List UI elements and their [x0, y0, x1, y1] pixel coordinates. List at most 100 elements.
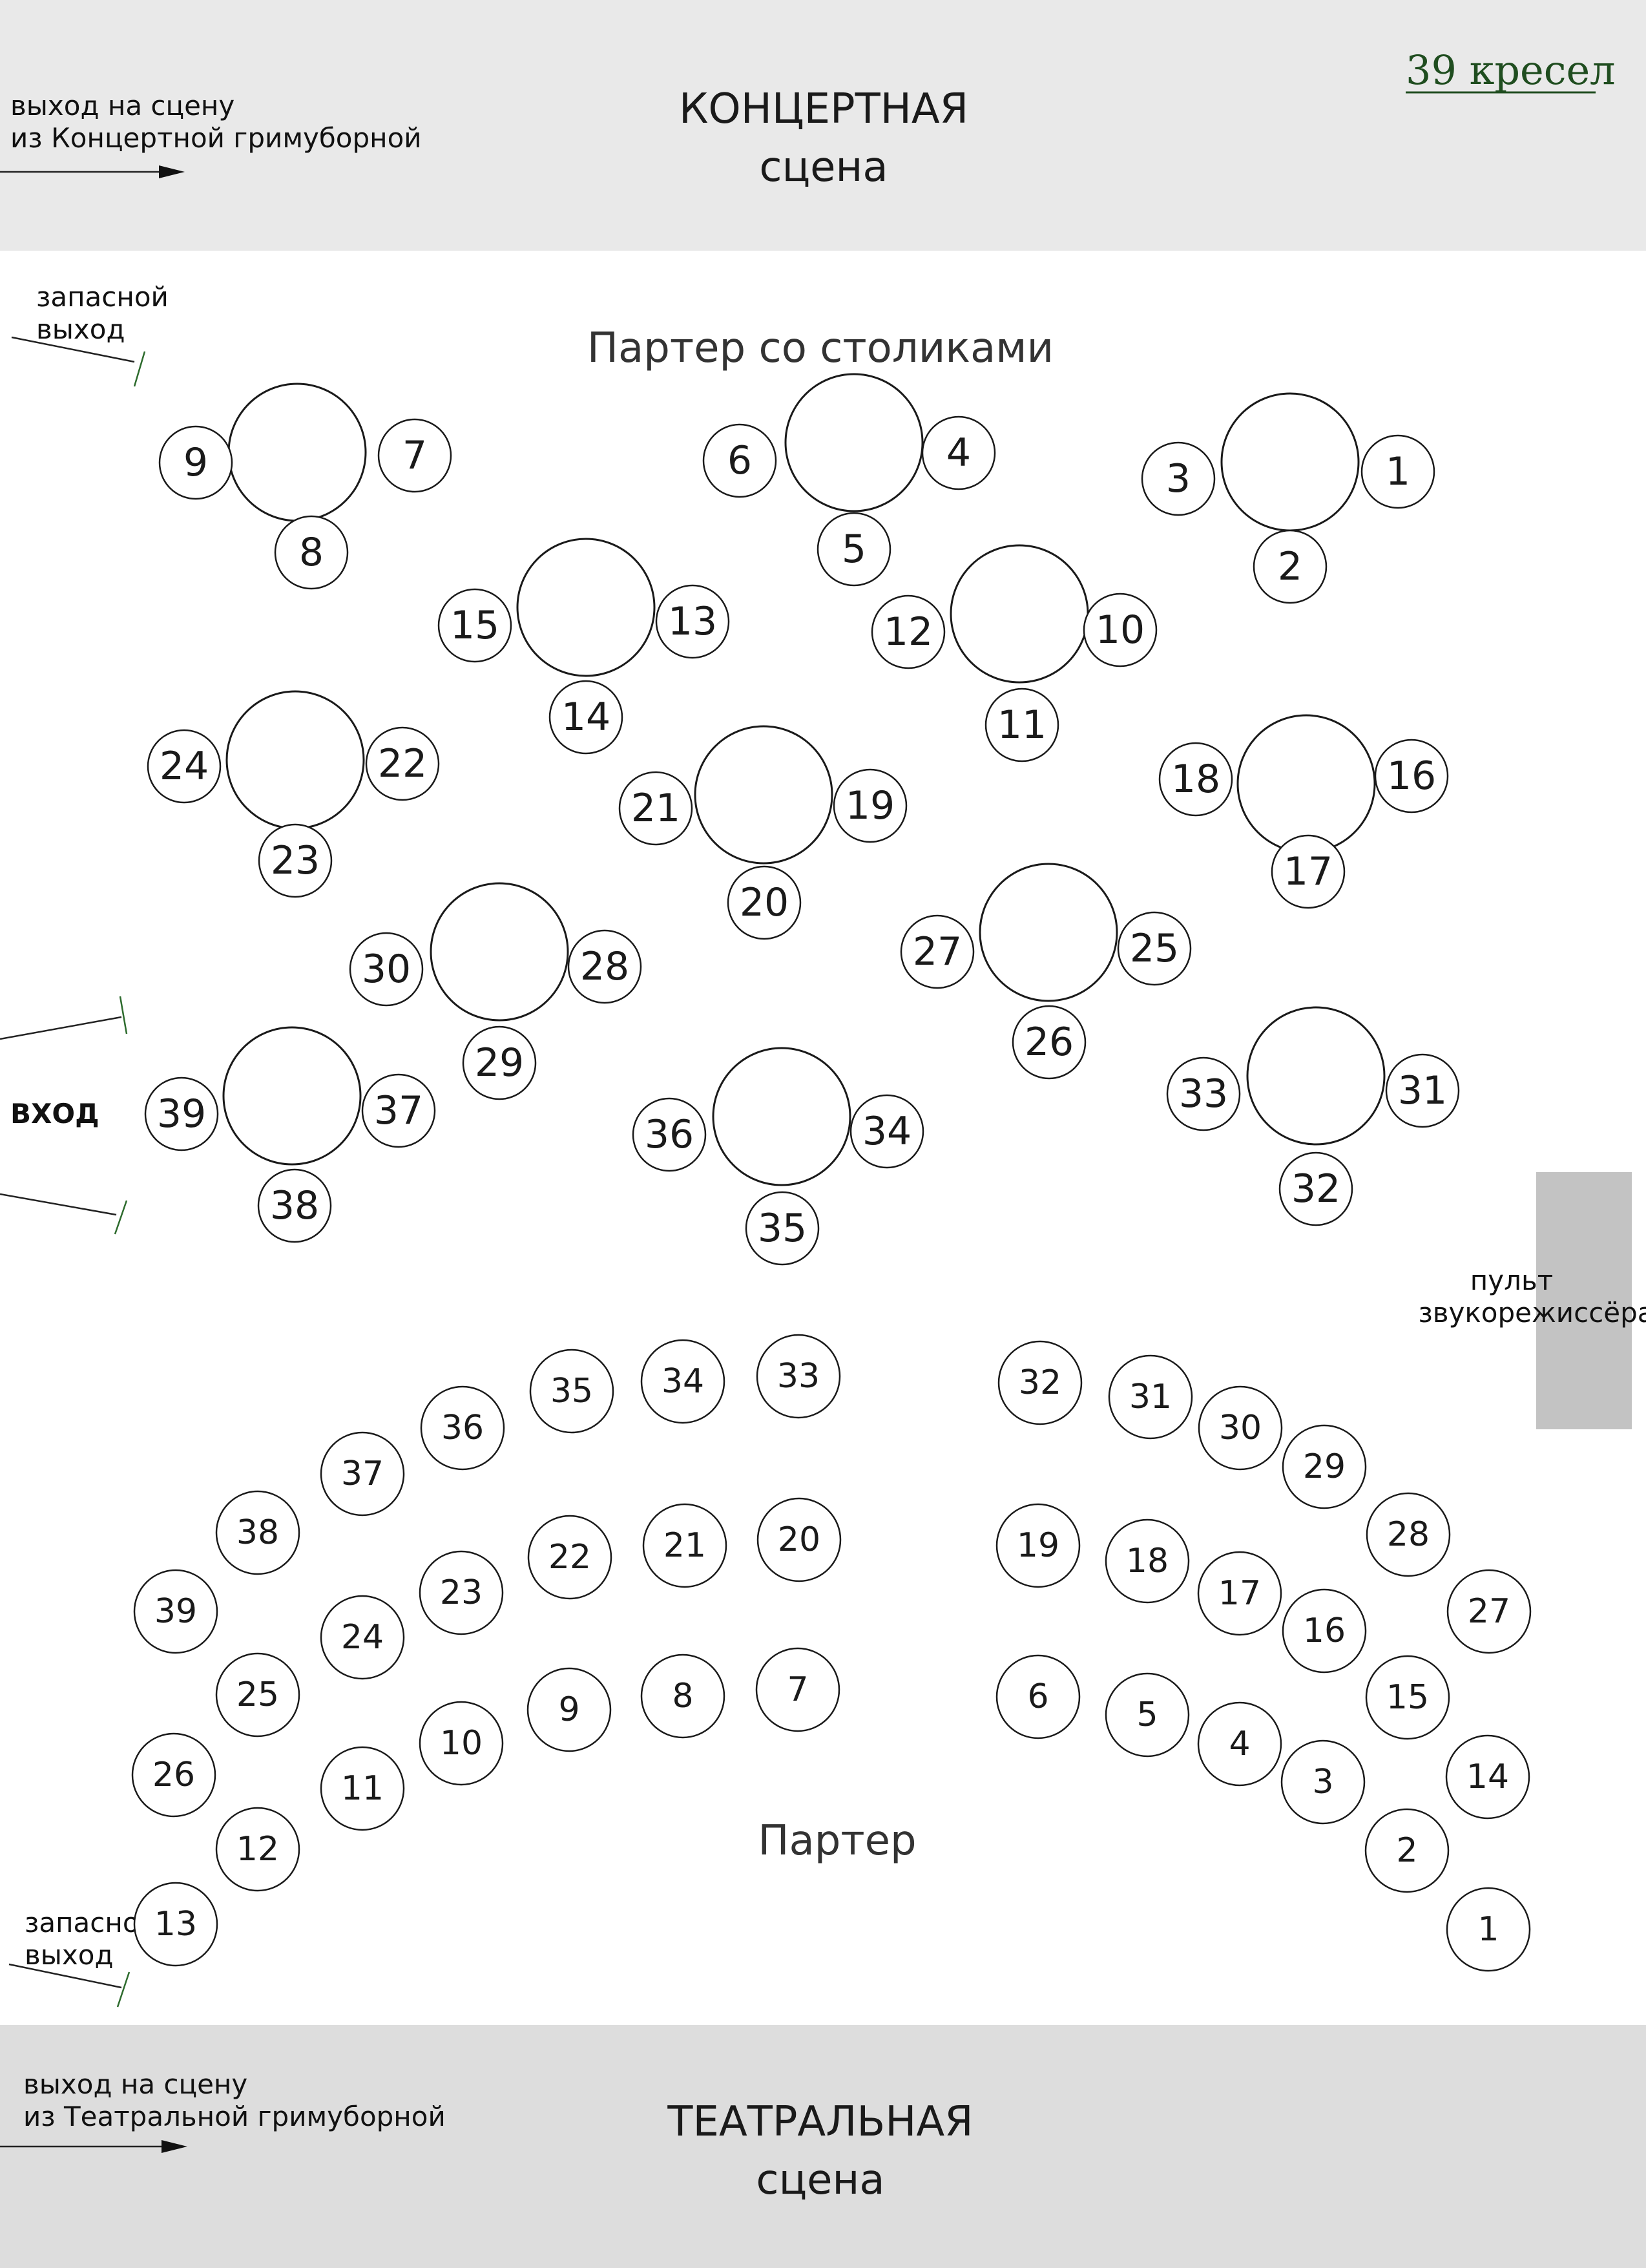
stalls-seat[interactable]: 28: [1366, 1492, 1451, 1577]
stalls-seat[interactable]: 5: [1105, 1672, 1190, 1758]
stalls-seat[interactable]: 39: [133, 1569, 218, 1654]
table-seat[interactable]: 19: [833, 768, 908, 843]
table-seat[interactable]: 35: [745, 1191, 820, 1266]
stalls-seat[interactable]: 12: [215, 1807, 300, 1892]
table-seat[interactable]: 20: [727, 865, 802, 940]
stalls-seat[interactable]: 38: [215, 1490, 300, 1575]
stalls-seat[interactable]: 33: [756, 1334, 841, 1419]
table-seat[interactable]: 37: [361, 1073, 436, 1148]
seat-number: 22: [548, 1538, 591, 1577]
table-seat[interactable]: 15: [437, 588, 512, 663]
stalls-seat[interactable]: 7: [755, 1647, 840, 1732]
stalls-seat[interactable]: 34: [640, 1339, 725, 1424]
seat-circle: [655, 584, 730, 659]
table-seat[interactable]: 1: [1360, 434, 1435, 509]
stalls-seat[interactable]: 17: [1197, 1551, 1282, 1636]
seat-number: 28: [580, 944, 629, 989]
seat-circle: [147, 729, 222, 804]
seat-circle: [642, 1503, 727, 1588]
table-seat[interactable]: 26: [1012, 1005, 1087, 1080]
seat-circle: [567, 929, 642, 1004]
seat-number: 18: [1171, 757, 1220, 802]
table: [712, 1047, 851, 1186]
table-seat[interactable]: 6: [702, 423, 777, 498]
seat-circle: [377, 418, 452, 493]
stalls-seat[interactable]: 13: [133, 1882, 218, 1967]
stalls-seat[interactable]: 11: [320, 1746, 405, 1831]
stalls-seat[interactable]: 14: [1445, 1734, 1530, 1820]
stalls-seat[interactable]: 10: [419, 1701, 504, 1786]
seat-number: 9: [183, 440, 208, 485]
stalls-seat[interactable]: 29: [1282, 1424, 1367, 1509]
stalls-seat[interactable]: 26: [131, 1732, 216, 1818]
table-seat[interactable]: 24: [147, 729, 222, 804]
stalls-seat[interactable]: 23: [419, 1550, 504, 1635]
stalls-seat[interactable]: 19: [995, 1503, 1081, 1588]
table-seat[interactable]: 36: [632, 1097, 707, 1172]
stalls-seat[interactable]: 37: [320, 1431, 405, 1517]
table-seat[interactable]: 30: [349, 932, 424, 1007]
table-seat[interactable]: 4: [921, 415, 996, 490]
stalls-seat[interactable]: 31: [1108, 1354, 1193, 1440]
emergency-exit-top-line1: запасной: [36, 281, 169, 313]
table-seat[interactable]: 31: [1385, 1053, 1460, 1128]
table-seat[interactable]: 12: [871, 594, 946, 669]
stalls-seat[interactable]: 3: [1280, 1739, 1366, 1825]
stalls-seat[interactable]: 2: [1364, 1808, 1450, 1893]
table-seat[interactable]: 38: [257, 1168, 332, 1243]
table-seat[interactable]: 29: [462, 1025, 537, 1100]
table-seat[interactable]: 18: [1158, 742, 1233, 817]
stalls-seat[interactable]: 4: [1197, 1701, 1282, 1787]
stalls-seat[interactable]: 16: [1282, 1588, 1367, 1674]
seat-number: 32: [1019, 1363, 1061, 1402]
seat-circle: [756, 1334, 841, 1419]
table-seat[interactable]: 7: [377, 418, 452, 493]
table-seat[interactable]: 5: [817, 512, 891, 587]
stalls-seat[interactable]: 36: [420, 1385, 505, 1471]
stalls-seat[interactable]: 15: [1365, 1655, 1450, 1740]
table: [950, 544, 1089, 684]
table-seat[interactable]: 32: [1278, 1151, 1353, 1226]
stalls-seat[interactable]: 24: [320, 1595, 405, 1680]
table-seat[interactable]: 9: [158, 425, 233, 500]
table-seat[interactable]: 16: [1374, 739, 1449, 814]
table-seat[interactable]: 33: [1166, 1056, 1241, 1131]
table-seat[interactable]: 17: [1271, 834, 1346, 909]
stalls-seat[interactable]: 6: [995, 1654, 1081, 1739]
stalls-seat[interactable]: 18: [1105, 1518, 1190, 1604]
table-seat[interactable]: 28: [567, 929, 642, 1004]
seat-number: 11: [341, 1769, 384, 1808]
stalls-seat[interactable]: 35: [529, 1349, 614, 1434]
table-seat[interactable]: 13: [655, 584, 730, 659]
seat-circle: [1158, 742, 1233, 817]
table: [516, 538, 656, 677]
table-seat[interactable]: 22: [365, 726, 440, 801]
stalls-seat[interactable]: 32: [997, 1340, 1083, 1425]
table: [225, 690, 365, 830]
table-group: 39 38 37: [144, 1026, 436, 1243]
table-seat[interactable]: 34: [849, 1094, 924, 1169]
table-seat[interactable]: 23: [258, 823, 333, 898]
stalls-seat[interactable]: 27: [1446, 1569, 1532, 1654]
stalls-seat[interactable]: 22: [527, 1515, 612, 1600]
table-seat[interactable]: 11: [984, 688, 1059, 762]
stalls-seat[interactable]: 30: [1198, 1385, 1283, 1471]
table-seat[interactable]: 8: [274, 515, 349, 590]
stalls-seat[interactable]: 1: [1446, 1887, 1531, 1972]
stalls-seat[interactable]: 20: [756, 1497, 842, 1582]
table-seat[interactable]: 14: [548, 680, 623, 755]
stalls-seat[interactable]: 21: [642, 1503, 727, 1588]
table-seat[interactable]: 27: [900, 914, 975, 989]
seat-number: 28: [1387, 1515, 1430, 1554]
table-seat[interactable]: 21: [618, 771, 693, 846]
table-seat[interactable]: 3: [1141, 441, 1216, 516]
stalls-seat[interactable]: 8: [640, 1654, 725, 1739]
table-seat[interactable]: 39: [144, 1076, 219, 1151]
stalls-seat[interactable]: 9: [526, 1667, 612, 1752]
table-seat[interactable]: 25: [1117, 911, 1192, 986]
table-seat[interactable]: 10: [1083, 593, 1158, 667]
stalls-seat[interactable]: 25: [215, 1652, 300, 1738]
table-group: 24 23 22: [147, 690, 440, 898]
table-seat[interactable]: 2: [1253, 529, 1328, 604]
